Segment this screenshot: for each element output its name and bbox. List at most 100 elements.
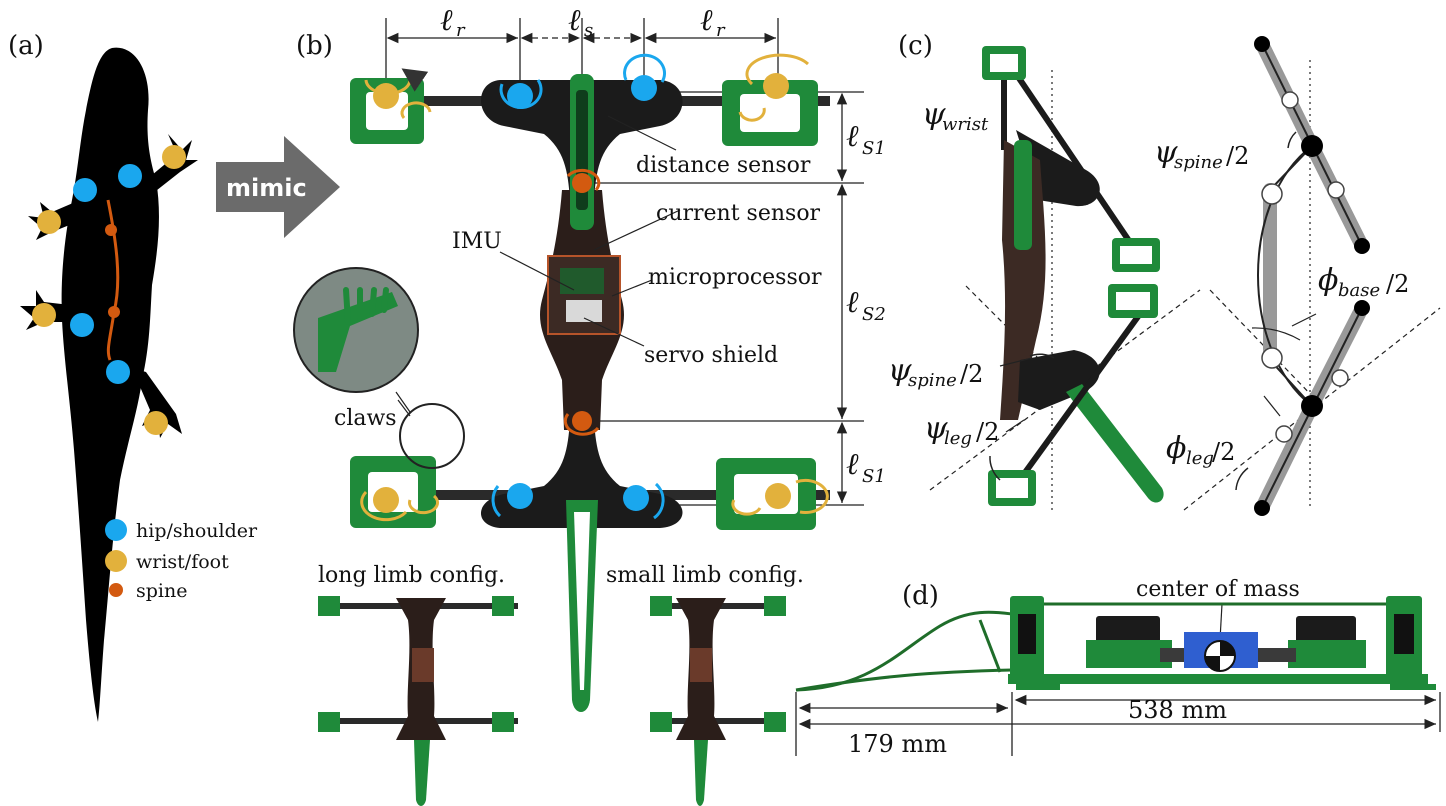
gecko-foot-rear-left <box>32 303 56 327</box>
shoulder-joint-right <box>631 75 657 101</box>
psi-spine-diagram-tail: /2 <box>1226 142 1249 170</box>
phi-base-symbol: ϕ <box>1318 263 1338 298</box>
psi-leg-sub: leg <box>944 428 972 449</box>
label-long-limb-config: long limb config. <box>318 563 505 588</box>
leader-servo-shield <box>583 317 645 347</box>
dim-ls2-symbol: ℓ <box>846 285 859 320</box>
phi-leg-symbol: ϕ <box>1166 431 1186 466</box>
hip-joint-left <box>507 483 533 509</box>
gecko-wrist-front-right <box>162 145 186 169</box>
psi-spine-photo-symbol: ψ <box>888 353 912 388</box>
panel-a-label: (a) <box>8 31 44 61</box>
panel-d-dimensions <box>795 692 1441 756</box>
psi-spine-photo-sub: spine <box>908 370 957 391</box>
claws-source-circle <box>399 403 465 469</box>
mimic-arrow: mimic <box>216 136 340 238</box>
robot-side-view <box>795 596 1436 692</box>
leader-imu <box>499 251 575 291</box>
label-small-limb-config: small limb config. <box>606 563 804 588</box>
phi-leg-tail: /2 <box>1212 438 1235 466</box>
psi-wrist-symbol: ψ <box>922 97 946 132</box>
shoulder-joint-left <box>507 83 533 109</box>
psi-spine-diagram-sub: spine <box>1174 152 1223 173</box>
bent-robot-photo <box>929 46 1201 510</box>
leader-current-sensor <box>593 209 681 251</box>
label-servo-shield: servo shield <box>644 343 778 368</box>
gecko-spine-joint-upper <box>105 224 117 236</box>
dim-ls1-bottom-sub: S1 <box>862 466 886 487</box>
panel-b: (b) ℓ r ℓ s ℓ r ℓ S1 <box>293 3 886 806</box>
panel-d: (d) center of mass <box>795 577 1441 758</box>
wrist-joint-front-left <box>373 83 399 109</box>
claws-zoom-circle <box>293 267 419 393</box>
legend-hip-label: hip/shoulder <box>136 520 258 542</box>
psi-spine-photo-tail: /2 <box>960 360 983 388</box>
electronics-stack <box>547 255 621 335</box>
panel-a: (a) hip/shoulder <box>8 31 258 723</box>
leader-distance-sensor <box>607 115 677 151</box>
foot-joint-rear-right <box>765 483 791 509</box>
servo-shield-board <box>566 300 602 322</box>
psi-leg-tail: /2 <box>976 418 999 446</box>
legend-spine-label: spine <box>136 580 187 602</box>
phi-base-tail: /2 <box>1386 270 1409 298</box>
dim-lr-right-sub: r <box>716 20 726 41</box>
panel-c: (c) <box>888 31 1441 516</box>
dim-tail-length: 179 mm <box>848 730 947 758</box>
label-imu: IMU <box>452 229 502 254</box>
spine-joint-lower <box>572 411 592 431</box>
foot-joint-rear-left <box>373 487 399 513</box>
dim-ls-sub: s <box>584 20 593 41</box>
label-current-sensor: current sensor <box>656 201 821 226</box>
gecko-spine-joint-lower <box>108 306 120 318</box>
legend-wrist-swatch <box>105 550 127 572</box>
dim-lr-left-sub: r <box>456 20 466 41</box>
phi-leg-sub: leg <box>1186 448 1214 469</box>
label-microprocessor: microprocessor <box>648 265 822 290</box>
robot-top-view <box>350 53 830 712</box>
dim-lr-right-symbol: ℓ <box>700 3 713 38</box>
label-center-of-mass: center of mass <box>1136 577 1300 602</box>
gecko-shoulder-left <box>73 178 97 202</box>
dim-ls1-top-symbol: ℓ <box>846 119 859 154</box>
label-claws: claws <box>334 406 397 431</box>
dim-lr-left-symbol: ℓ <box>440 3 453 38</box>
label-distance-sensor: distance sensor <box>636 153 811 178</box>
tail-profile-lower <box>795 668 1013 692</box>
psi-wrist-sub: wrist <box>942 114 989 135</box>
gecko-wrist-front-left <box>37 210 61 234</box>
wrist-joint-front-right <box>763 73 789 99</box>
hip-joint-right <box>623 485 649 511</box>
panel-b-label: (b) <box>296 31 333 61</box>
legend-spine-swatch <box>109 583 123 597</box>
mimic-arrow-shape <box>216 136 340 238</box>
dim-ls1-top-sub: S1 <box>862 138 886 159</box>
long-limb-robot-thumbnail <box>318 596 518 806</box>
angle-schematic <box>1183 36 1441 516</box>
dim-ls-symbol: ℓ <box>568 3 581 38</box>
gecko-hip-right <box>106 360 130 384</box>
legend-hip-swatch <box>105 519 127 541</box>
gecko-hip-left <box>70 313 94 337</box>
dim-ls1-bottom-symbol: ℓ <box>846 447 859 482</box>
gecko-shoulder-right <box>118 164 142 188</box>
leader-microprocessor <box>611 279 653 297</box>
center-of-mass-marker <box>1204 640 1236 672</box>
dim-total-length: 538 mm <box>1128 696 1227 724</box>
dim-ls2-sub: S2 <box>862 304 886 325</box>
legend-wrist-label: wrist/foot <box>136 551 229 573</box>
claws-inset <box>293 267 465 469</box>
mimic-label: mimic <box>226 174 307 202</box>
panel-c-label: (c) <box>898 31 933 61</box>
phi-base-sub: base <box>1338 280 1380 301</box>
legend: hip/shoulder wrist/foot spine <box>105 519 258 602</box>
gecko-foot-rear-right <box>144 411 168 435</box>
psi-leg-symbol: ψ <box>924 411 948 446</box>
leader-claws <box>397 399 411 417</box>
microprocessor-board <box>560 268 604 294</box>
tail-profile-upper <box>795 610 1013 692</box>
panel-d-label: (d) <box>902 581 939 611</box>
psi-spine-diagram-symbol: ψ <box>1154 135 1178 170</box>
spine-joint-upper <box>572 173 592 193</box>
